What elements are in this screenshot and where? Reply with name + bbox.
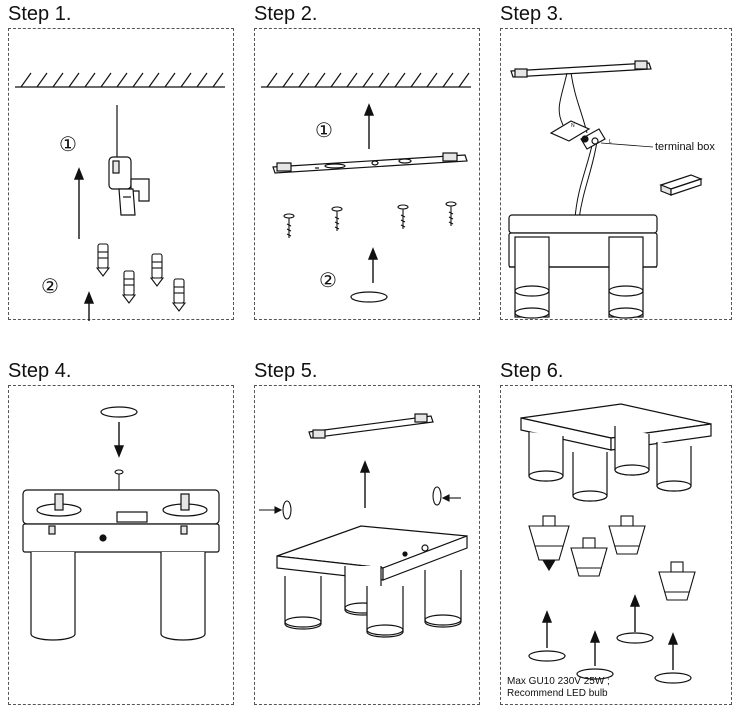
step-6-illustration <box>520 403 712 684</box>
step-1-marker-2: ② <box>41 274 59 298</box>
step-3-title: Step 3. <box>500 3 564 25</box>
mounting-bracket <box>308 413 434 439</box>
callout-line <box>600 142 654 148</box>
step-5-panel <box>254 385 480 705</box>
step-2-title: Step 2. <box>254 3 318 25</box>
step-1-marker-1: ① <box>59 132 77 156</box>
step-1-illustration: ① ② <box>15 72 225 321</box>
screws-icon <box>283 201 457 238</box>
svg-text:L: L <box>609 139 612 145</box>
terminal-block: N L <box>549 120 612 150</box>
step-3-illustration: N L <box>508 60 703 319</box>
step-5-title: Step 5. <box>254 360 318 382</box>
arrow-up-icon <box>367 247 379 283</box>
mounting-bracket <box>510 60 652 78</box>
fixture-body <box>276 525 468 638</box>
arrow-down-icon <box>113 422 125 458</box>
svg-text:N: N <box>571 123 575 129</box>
screw-icon <box>114 469 124 490</box>
step-4-illustration <box>22 406 220 641</box>
arrow-up-icon <box>83 291 95 321</box>
ceiling-hatch <box>261 72 471 88</box>
terminal-box-icon <box>659 174 703 196</box>
arrow-up-icon <box>363 103 375 149</box>
wall-plugs-icon <box>95 243 187 312</box>
step-2-panel: ① ② <box>254 28 480 320</box>
step-2-illustration: ① ② <box>261 72 471 303</box>
fixture-body <box>520 403 712 502</box>
step-2-marker-2: ② <box>319 268 337 292</box>
terminal-box-label: terminal box <box>655 141 715 153</box>
step-1-title: Step 1. <box>8 3 72 25</box>
mounting-bracket <box>272 152 468 174</box>
step-3-panel: N L <box>500 28 732 320</box>
ceiling-hatch <box>15 72 225 88</box>
step-6-panel: Max GU10 230V 25W ; Recommend LED bulb <box>500 385 732 705</box>
bulb-spec-line-2: Recommend LED bulb <box>507 688 608 699</box>
rotate-arrow-icon <box>350 291 388 303</box>
rotate-arrow-icon <box>100 406 138 418</box>
fixture-body <box>508 214 658 319</box>
arrow-up-icon <box>73 167 85 239</box>
arrow-up-icon <box>359 460 371 508</box>
side-screw-right-icon <box>432 486 461 506</box>
rotate-arrow-icon <box>528 632 692 684</box>
step-4-panel <box>8 385 234 705</box>
fixture-body <box>22 489 220 641</box>
drill-icon <box>108 105 150 216</box>
step-5-illustration <box>259 413 468 638</box>
side-screw-left-icon <box>259 500 292 520</box>
step-6-title: Step 6. <box>500 360 564 382</box>
bulb-spec-line-1: Max GU10 230V 25W ; <box>507 676 610 687</box>
step-2-marker-1: ① <box>315 118 333 142</box>
gu10-bulb-icon <box>528 515 696 601</box>
arrow-up-icon <box>541 594 679 670</box>
bulb-specification-note: Max GU10 230V 25W ; Recommend LED bulb <box>507 676 610 700</box>
step-1-panel: ① ② <box>8 28 234 321</box>
step-4-title: Step 4. <box>8 360 72 382</box>
